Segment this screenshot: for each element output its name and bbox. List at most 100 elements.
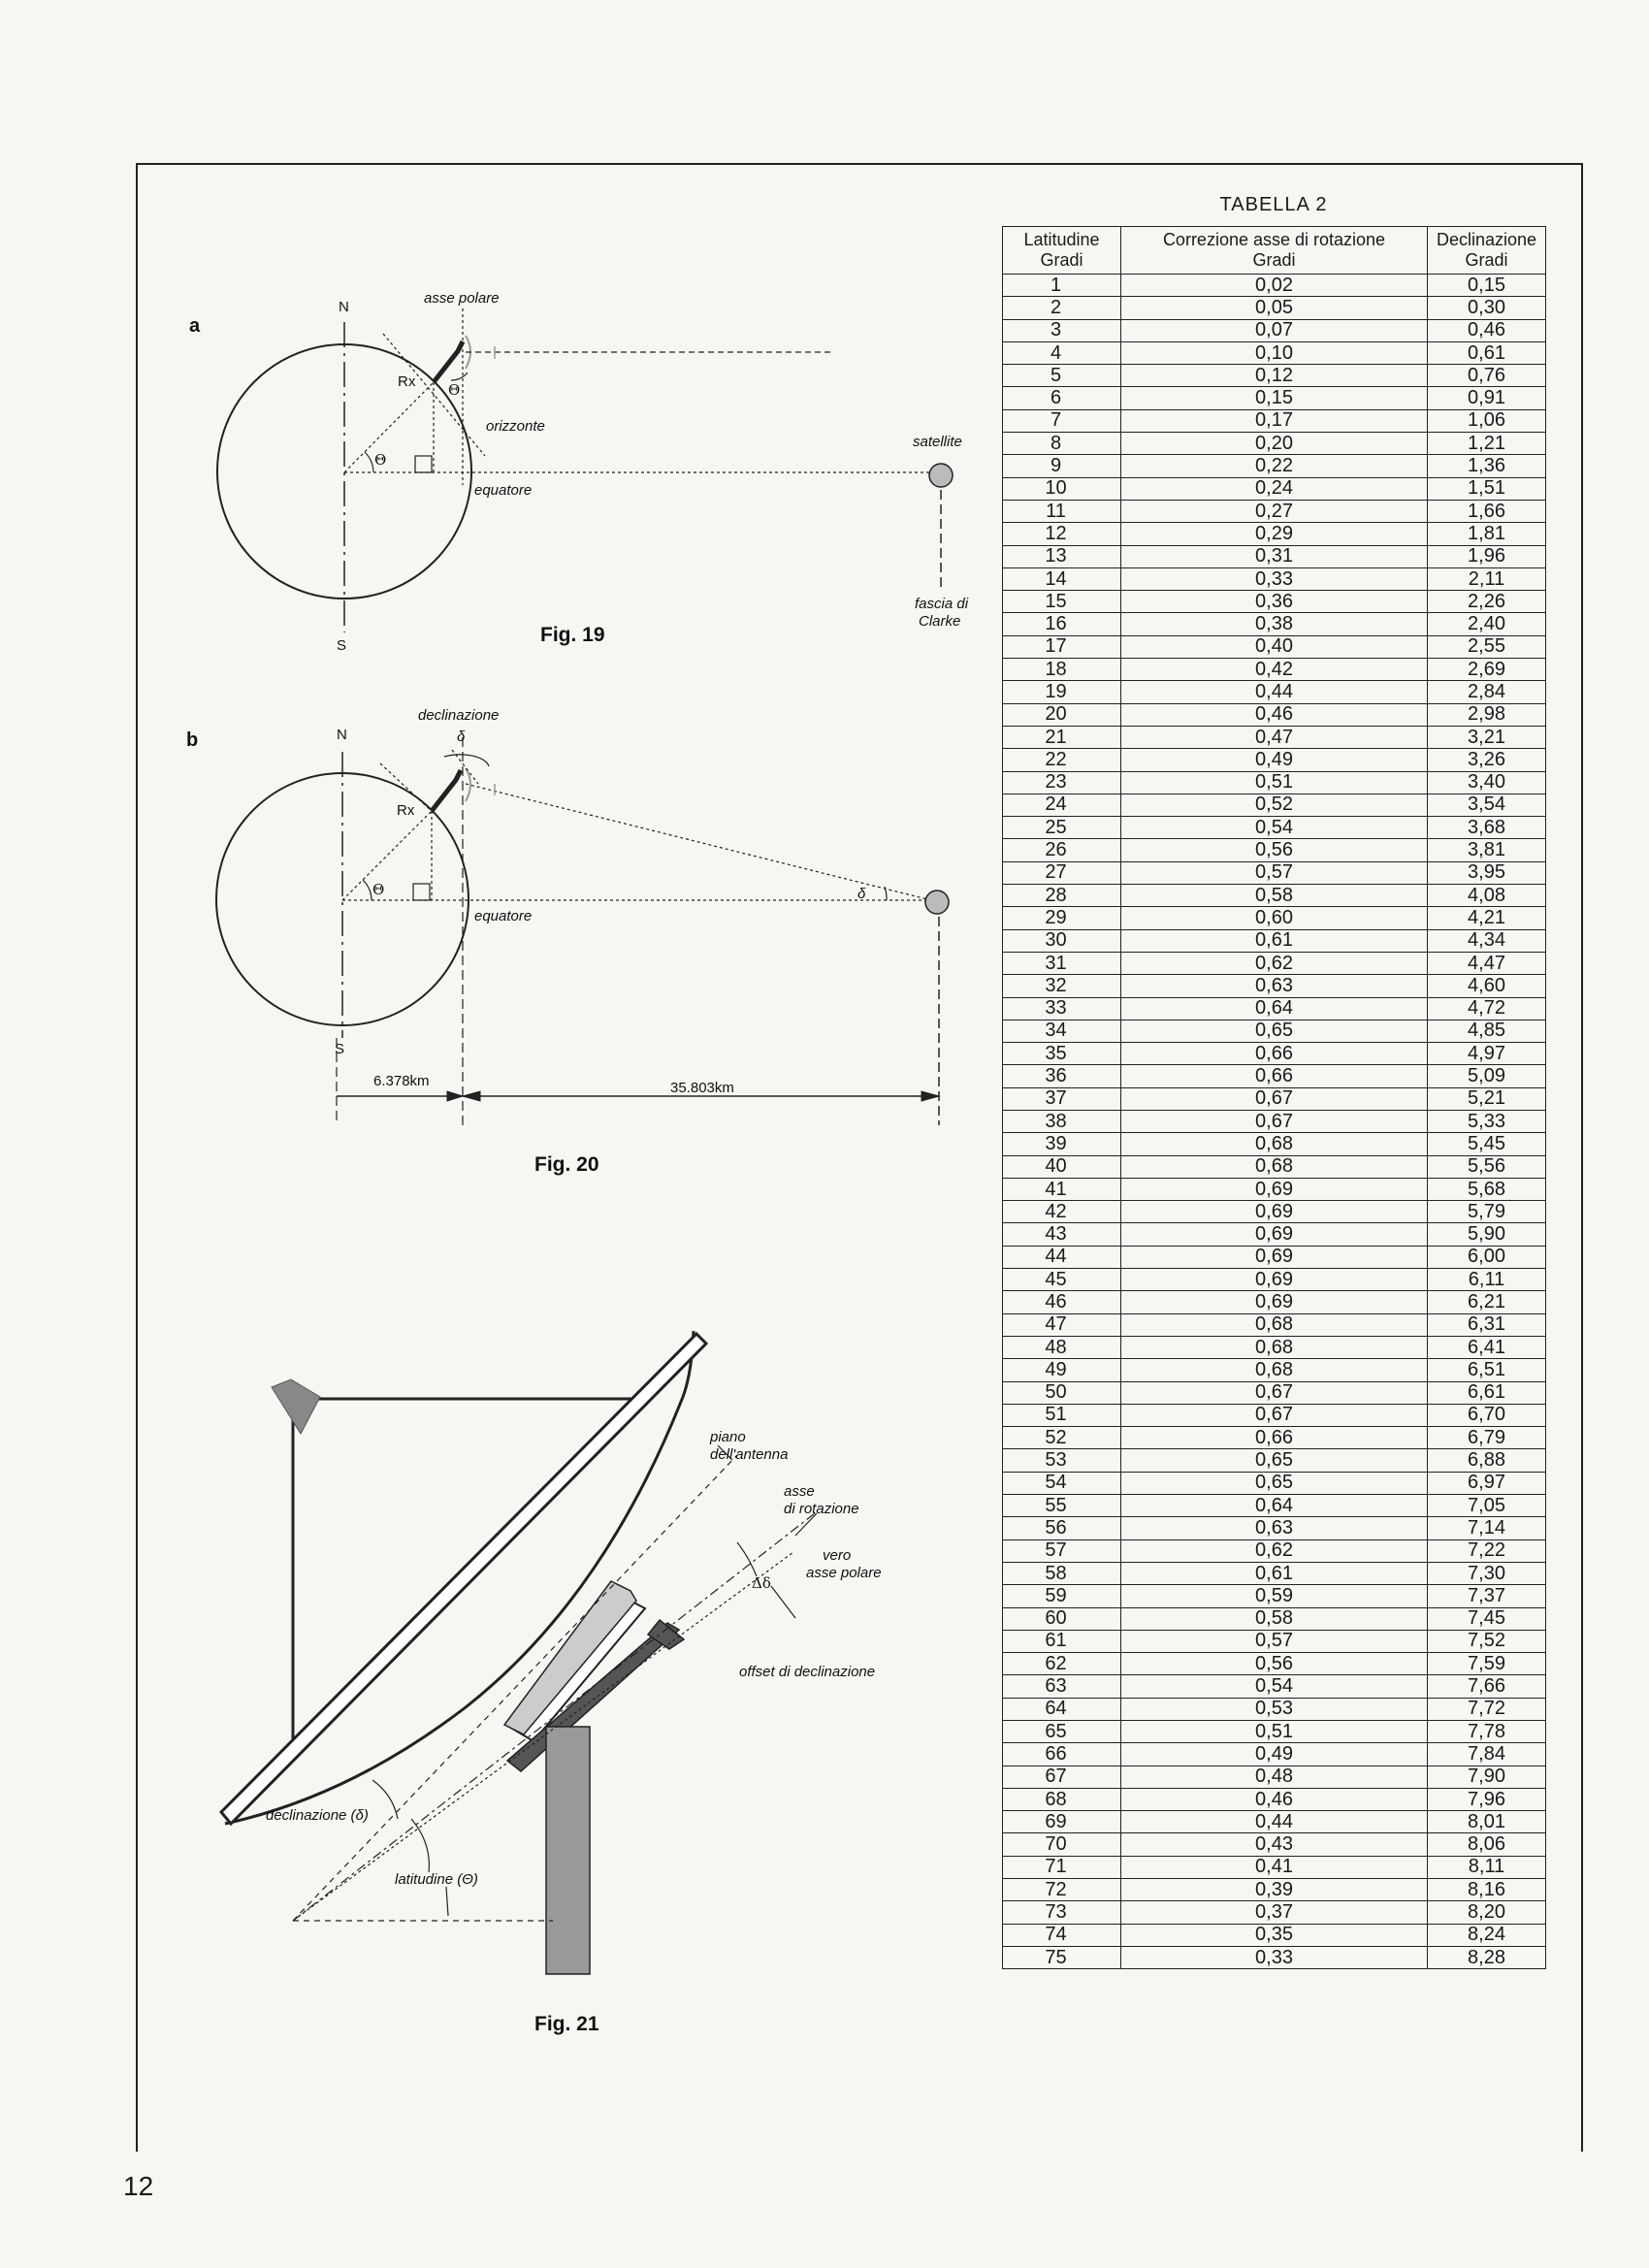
cell-correction: 0,57: [1120, 860, 1428, 886]
cell-declination: 4,97: [1427, 1042, 1546, 1066]
cell-latitude: 70: [1002, 1832, 1121, 1857]
cell-correction: 0,67: [1120, 1403, 1428, 1428]
cell-correction: 0,27: [1120, 499, 1428, 524]
fig20-north-label: N: [337, 727, 347, 743]
cell-latitude: 13: [1002, 544, 1121, 568]
cell-correction: 0,69: [1120, 1268, 1428, 1292]
cell-latitude: 72: [1002, 1878, 1121, 1902]
cell-declination: 3,54: [1427, 793, 1546, 818]
cell-latitude: 74: [1002, 1923, 1121, 1947]
cell-correction: 0,56: [1120, 1652, 1428, 1676]
cell-latitude: 10: [1002, 476, 1121, 501]
cell-declination: 2,40: [1427, 612, 1546, 636]
fig19-theta-arc: [364, 451, 374, 473]
fig20-arrow-2: [461, 1090, 481, 1102]
cell-latitude: 27: [1002, 860, 1121, 886]
cell-correction: 0,51: [1120, 770, 1428, 794]
cell-declination: 7,72: [1427, 1697, 1546, 1722]
cell-correction: 0,43: [1120, 1832, 1428, 1857]
cell-latitude: 51: [1002, 1403, 1121, 1428]
cell-correction: 0,49: [1120, 1742, 1428, 1766]
cell-correction: 0,57: [1120, 1629, 1428, 1654]
cell-latitude: 73: [1002, 1900, 1121, 1925]
cell-correction: 0,66: [1120, 1042, 1428, 1066]
cell-declination: 6,61: [1427, 1380, 1546, 1405]
cell-latitude: 47: [1002, 1312, 1121, 1337]
cell-latitude: 60: [1002, 1606, 1121, 1631]
cell-latitude: 75: [1002, 1945, 1121, 1970]
cell-declination: 2,26: [1427, 590, 1546, 614]
cell-declination: 7,78: [1427, 1719, 1546, 1744]
cell-correction: 0,62: [1120, 1539, 1428, 1563]
cell-declination: 8,24: [1427, 1923, 1546, 1947]
fig19-satellite-label: satellite: [913, 434, 962, 450]
fig20-delta-label: δ: [457, 729, 466, 745]
fig19-equator-label: equatore: [474, 482, 532, 499]
cell-correction: 0,37: [1120, 1900, 1428, 1925]
cell-latitude: 30: [1002, 928, 1121, 953]
fig21-plane-pointer: [717, 1444, 733, 1461]
fig20-dist-label-2: 35.803km: [670, 1080, 734, 1096]
fig21-true-polar-axis-line: [292, 1551, 794, 1922]
cell-correction: 0,31: [1120, 544, 1428, 568]
fig19-caption: Fig. 19: [540, 624, 605, 646]
cell-correction: 0,69: [1120, 1177, 1428, 1202]
page-frame: [136, 163, 1583, 2152]
cell-latitude: 46: [1002, 1290, 1121, 1314]
cell-declination: 2,98: [1427, 702, 1546, 727]
cell-declination: 5,33: [1427, 1109, 1546, 1134]
cell-correction: 0,39: [1120, 1878, 1428, 1902]
cell-declination: 8,16: [1427, 1878, 1546, 1902]
cell-correction: 0,20: [1120, 432, 1428, 456]
fig20-panel-label: b: [186, 729, 198, 751]
cell-latitude: 35: [1002, 1042, 1121, 1066]
cell-latitude: 66: [1002, 1742, 1121, 1766]
cell-declination: 7,14: [1427, 1516, 1546, 1540]
fig21-plane-label-2: dell'antenna: [710, 1446, 788, 1463]
fig21-offset-label: offset di declinazione: [739, 1664, 875, 1680]
cell-correction: 0,66: [1120, 1064, 1428, 1088]
fig21-declination-arc: [372, 1779, 399, 1820]
cell-correction: 0,65: [1120, 1448, 1428, 1473]
cell-declination: 4,34: [1427, 928, 1546, 953]
cell-correction: 0,33: [1120, 1945, 1428, 1970]
fig20-theta-label: Θ: [372, 881, 384, 898]
cell-latitude: 57: [1002, 1539, 1121, 1563]
cell-latitude: 34: [1002, 1019, 1121, 1044]
cell-latitude: 39: [1002, 1132, 1121, 1156]
cell-declination: 1,66: [1427, 499, 1546, 524]
cell-declination: 0,61: [1427, 340, 1546, 366]
cell-declination: 5,68: [1427, 1177, 1546, 1202]
cell-latitude: 22: [1002, 748, 1121, 772]
table-title: TABELLA 2: [1219, 194, 1328, 215]
cell-declination: 2,55: [1427, 634, 1546, 660]
cell-declination: 6,70: [1427, 1403, 1546, 1428]
cell-correction: 0,29: [1120, 522, 1428, 546]
cell-latitude: 32: [1002, 974, 1121, 998]
fig21-true-axis-label-2: asse polare: [806, 1565, 882, 1581]
cell-declination: 4,72: [1427, 996, 1546, 1021]
cell-correction: 0,68: [1120, 1312, 1428, 1337]
cell-declination: 6,97: [1427, 1471, 1546, 1496]
fig21-declination-label: declinazione (δ): [266, 1807, 369, 1824]
fig20-dist-label-1: 6.378km: [373, 1073, 430, 1089]
